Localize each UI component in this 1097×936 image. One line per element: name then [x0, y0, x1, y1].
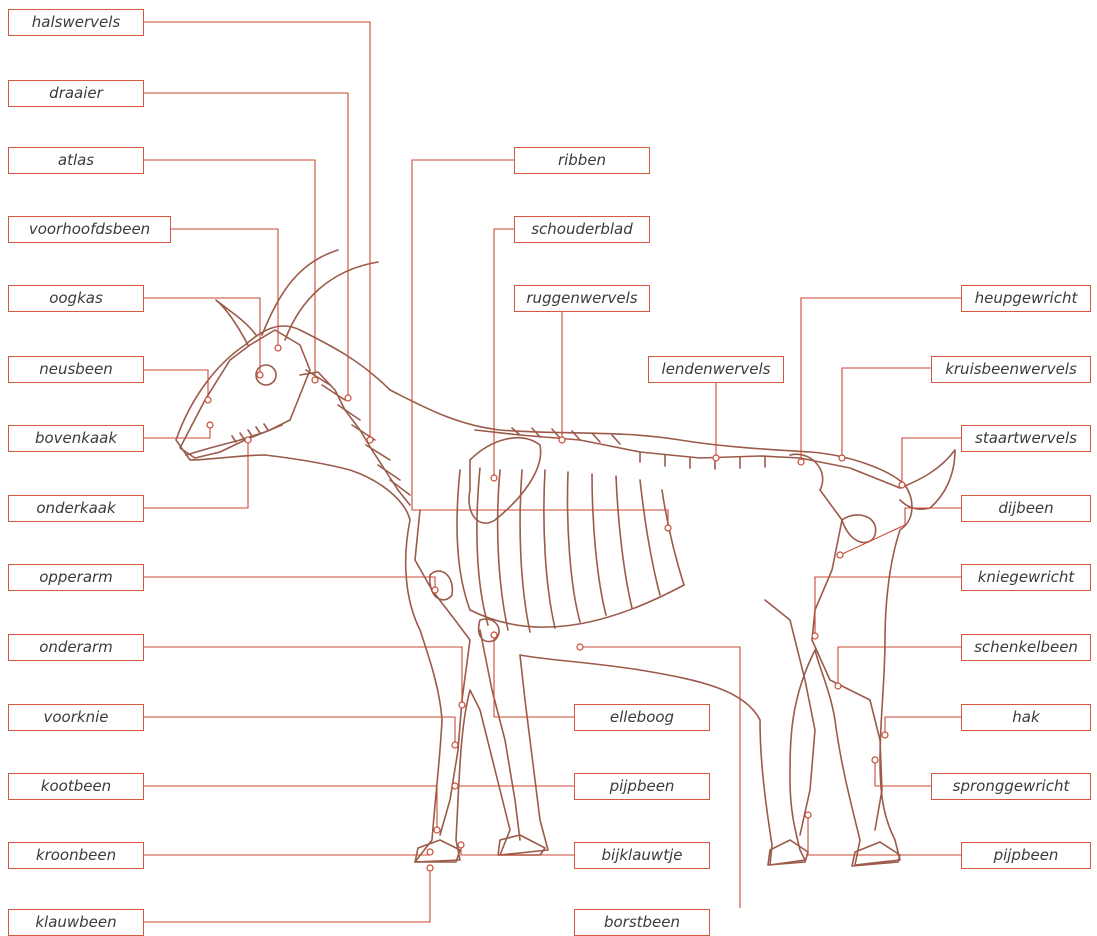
- label-staartwervels: staartwervels: [961, 425, 1091, 452]
- label-kruisbeenwervels: kruisbeenwervels: [931, 356, 1091, 383]
- body-outline: [176, 326, 912, 865]
- label-opperarm: opperarm: [8, 564, 144, 591]
- label-pijpbeen-achter: pijpbeen: [961, 842, 1091, 869]
- label-kniegewricht: kniegewricht: [961, 564, 1091, 591]
- label-atlas: atlas: [8, 147, 144, 174]
- label-halswervels: halswervels: [8, 9, 144, 36]
- label-bovenkaak: bovenkaak: [8, 425, 144, 452]
- horn-1: [262, 250, 338, 335]
- label-elleboog: elleboog: [574, 704, 710, 731]
- label-borstbeen: borstbeen: [574, 909, 710, 936]
- label-kroonbeen: kroonbeen: [8, 842, 144, 869]
- ear: [216, 300, 256, 345]
- label-kootbeen: kootbeen: [8, 773, 144, 800]
- rib-cage: [457, 468, 684, 632]
- label-draaier: draaier: [8, 80, 144, 107]
- label-lendenwervels: lendenwervels: [648, 356, 784, 383]
- label-hak: hak: [961, 704, 1091, 731]
- hind-leg-bones: [790, 454, 882, 830]
- label-heupgewricht: heupgewricht: [961, 285, 1091, 312]
- label-oogkas: oogkas: [8, 285, 144, 312]
- label-klauwbeen: klauwbeen: [8, 909, 144, 936]
- tail: [900, 450, 955, 509]
- label-spronggewricht: spronggewricht: [931, 773, 1091, 800]
- label-dijbeen: dijbeen: [961, 495, 1091, 522]
- label-voorknie: voorknie: [8, 704, 144, 731]
- label-onderarm: onderarm: [8, 634, 144, 661]
- front-leg-bones: [415, 510, 520, 840]
- label-schenkelbeen: schenkelbeen: [961, 634, 1091, 661]
- label-ribben: ribben: [514, 147, 650, 174]
- label-schouderblad: schouderblad: [514, 216, 650, 243]
- label-voorhoofdsbeen: voorhoofdsbeen: [8, 216, 171, 243]
- front-hooves: [415, 835, 545, 862]
- leader-dots: [205, 345, 905, 871]
- label-neusbeen: neusbeen: [8, 356, 144, 383]
- label-ruggenwervels: ruggenwervels: [514, 285, 650, 312]
- label-onderkaak: onderkaak: [8, 495, 144, 522]
- spine: [475, 430, 900, 488]
- label-bijklauwtje: bijklauwtje: [574, 842, 710, 869]
- label-pijpbeen-voor: pijpbeen: [574, 773, 710, 800]
